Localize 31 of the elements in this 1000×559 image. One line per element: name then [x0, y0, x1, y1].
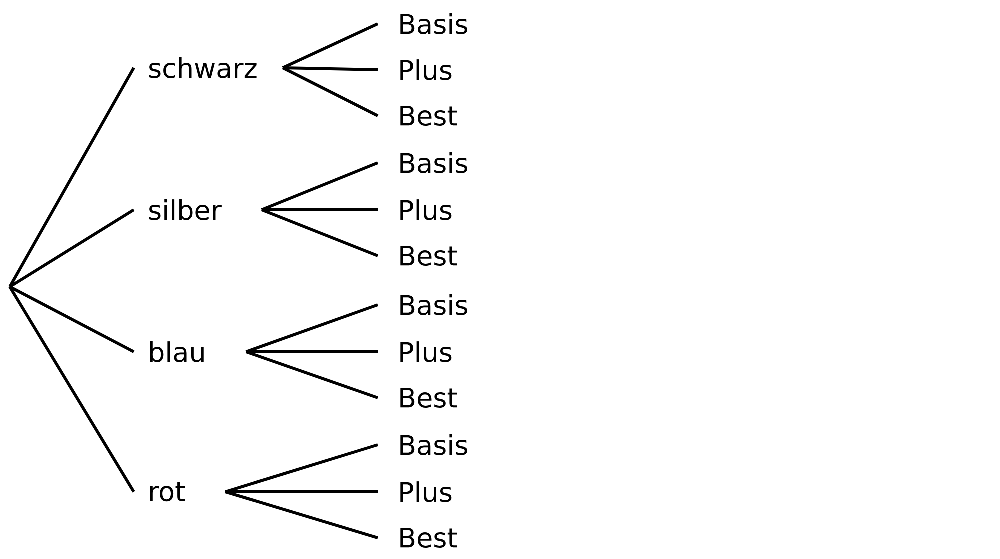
branch-label: blau [150, 342, 204, 362]
branch-line [226, 490, 378, 494]
branch-line [8, 67, 136, 288]
outcome-label: Plus [400, 60, 452, 80]
branch-line [262, 208, 378, 212]
branch-line [9, 286, 135, 354]
branch-line [282, 22, 379, 70]
branch-line [8, 286, 136, 493]
branch-label: silber [149, 200, 222, 220]
branch-line [246, 350, 378, 400]
outcome-label: Plus [400, 200, 452, 220]
outcome-label: Basis [400, 294, 468, 316]
outcome-label: Best [400, 388, 458, 408]
branch-line [261, 162, 379, 212]
branch-label: schwarz [149, 58, 257, 78]
branch-line [246, 350, 378, 354]
branch-line [9, 208, 135, 288]
outcome-label: Plus [400, 342, 452, 362]
branch-line [261, 208, 379, 258]
outcome-label: Best [400, 528, 458, 548]
branch-line [246, 304, 379, 354]
outcome-label: Best [400, 106, 458, 126]
outcome-label: Plus [400, 482, 452, 502]
branch-line [225, 490, 378, 540]
outcome-label: Basis [400, 14, 468, 34]
branch-line [225, 444, 378, 494]
branch-line [282, 66, 379, 118]
outcome-label: Basis [400, 152, 468, 174]
outcome-label: Basis [400, 434, 468, 456]
branch-label: rot [150, 482, 185, 502]
outcome-label: Best [400, 246, 458, 266]
